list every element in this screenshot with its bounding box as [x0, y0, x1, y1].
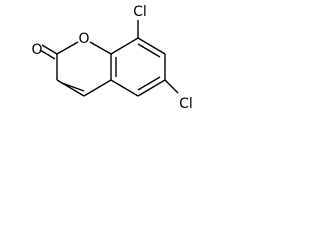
bond-c2-o1	[56, 41, 79, 55]
bond-c3-c4	[56, 79, 85, 97]
ring-oxygen-label: O	[78, 31, 89, 47]
chemical-structure: O O Cl Cl	[31, 4, 192, 112]
chlorine-top-label: Cl	[133, 4, 147, 20]
bond-c2-carbonyl-o-double	[39, 49, 56, 60]
bond-c2-carbonyl-o	[41, 44, 58, 55]
carbonyl-oxygen-label: O	[31, 42, 42, 58]
bond-c3-c4-double	[61, 82, 85, 92]
bond-c6-c5-double	[137, 76, 161, 91]
bond-c4-c4a	[83, 79, 112, 97]
bond-c8a-c8	[110, 37, 139, 55]
bond-c8-c7	[137, 37, 166, 55]
bond-o1-c8a	[89, 41, 112, 55]
bond-c6-cl	[164, 79, 179, 94]
bond-c8-c7-double	[137, 43, 161, 58]
atom-labels: O O Cl Cl	[31, 4, 192, 112]
bonds	[39, 20, 179, 97]
chlorine-bottom-label: Cl	[179, 96, 193, 112]
bond-c5-c4a	[110, 79, 139, 97]
bond-c6-c5	[137, 79, 166, 97]
